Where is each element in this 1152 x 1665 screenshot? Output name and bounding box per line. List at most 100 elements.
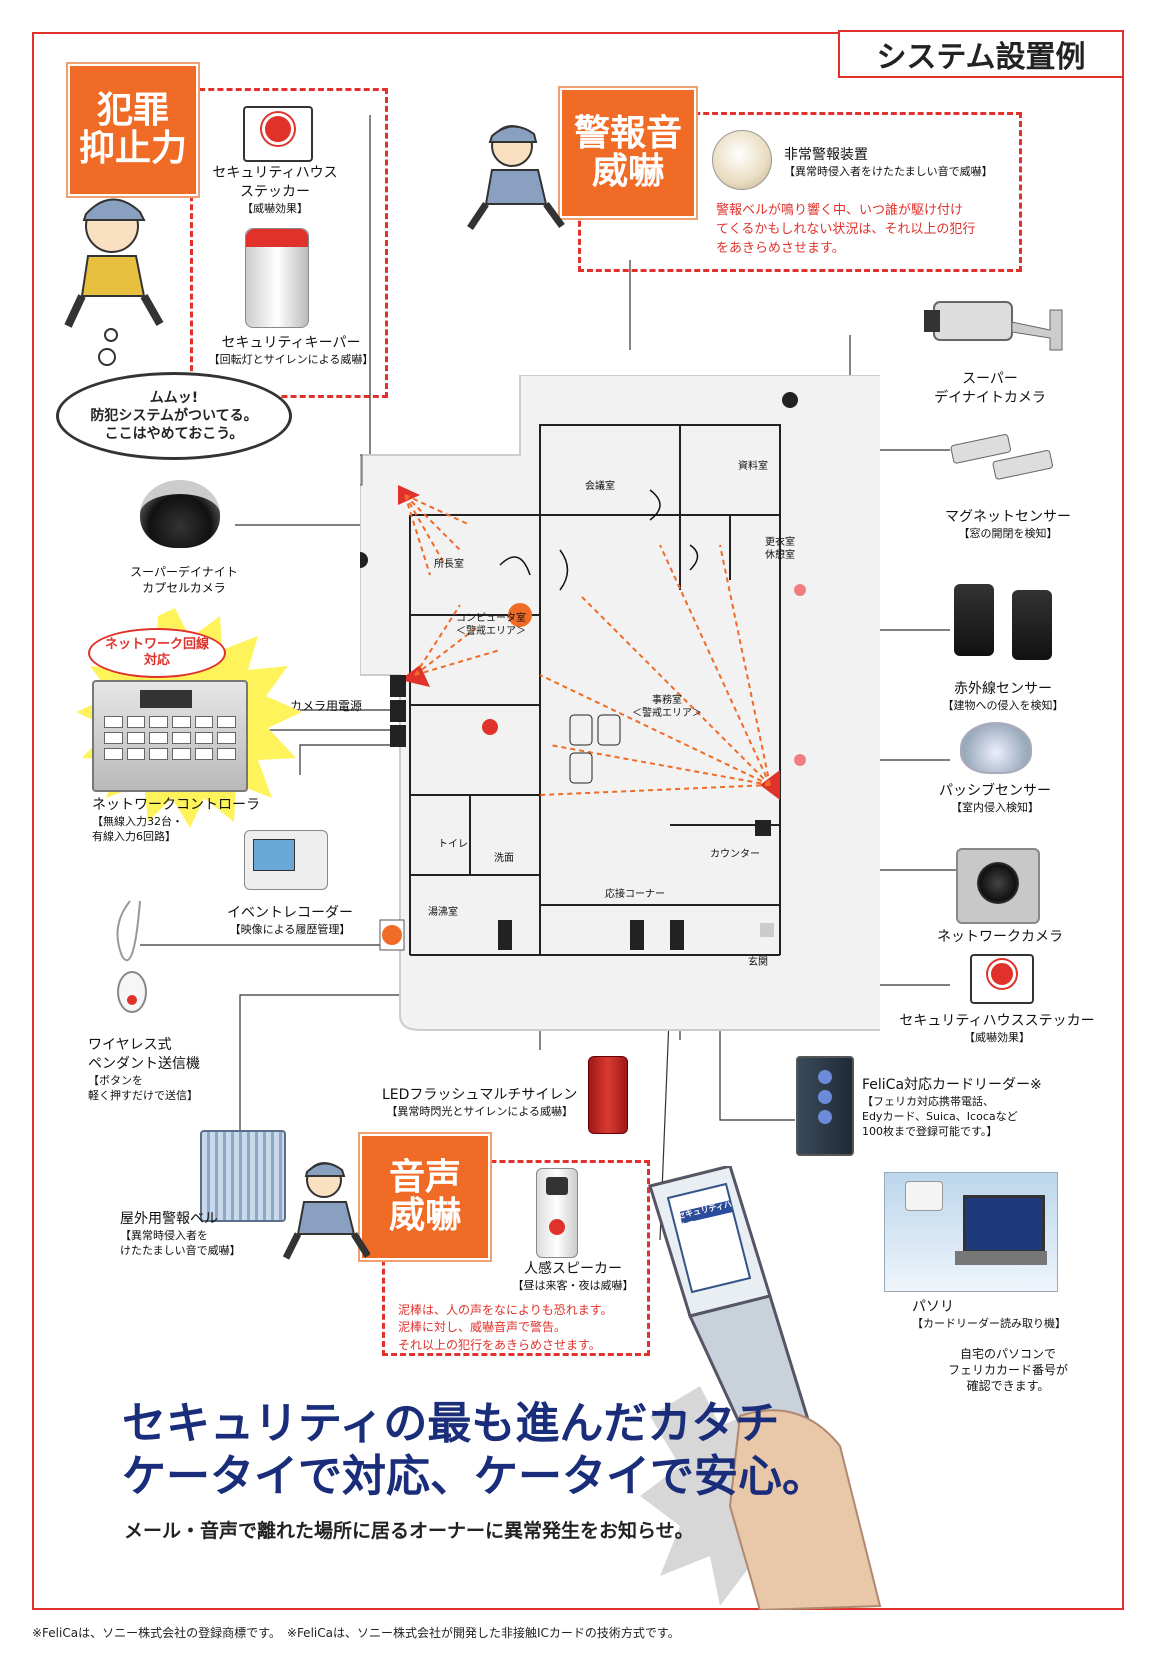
room-locker: 更衣室 [765, 537, 795, 548]
sticker-name-2: ステッカー [240, 183, 310, 200]
page-title: システム設置例 [838, 30, 1124, 78]
security-sticker-icon [243, 106, 313, 162]
badge-line-1: 警報音 [573, 113, 682, 155]
siren-note: 【異常時閃光とサイレンによる威嚇】 [386, 1104, 574, 1118]
pasori-pc-photo [884, 1172, 1058, 1292]
magnet-sensor-icon [950, 434, 1053, 480]
pendant-transmitter-icon [116, 900, 147, 1013]
security-sticker-label-2: セキュリティハウスステッカー 【威嚇効果】 [892, 1012, 1102, 1046]
security-keeper-icon [245, 228, 309, 328]
bell-note-1: 【異常時侵入者を [120, 1228, 208, 1242]
bubble-line-3: ここはやめておこう。 [104, 426, 244, 443]
infrared-sensor-name: 赤外線センサー [954, 681, 1052, 697]
thief-figure-icon [64, 198, 164, 328]
room-computer-label: コンピュータ室 ＜警戒エリア＞ [456, 612, 526, 638]
alarm-device-label: 非常警報装置 【異常時侵入者をけたたましい音で威嚇】 [784, 146, 993, 180]
bell-label: 屋外用警報ベル 【異常時侵入者を けたたましい音で威嚇】 [120, 1210, 241, 1259]
infrared-sensor-icon [948, 584, 1068, 660]
pasori-desc: 自宅のパソコンで フェリカカード番号が 確認できます。 [948, 1346, 1068, 1395]
room-archive: 資料室 [738, 461, 768, 472]
network-camera-label: ネットワークカメラ [937, 929, 1063, 945]
pasori-desc-3: 確認できます。 [966, 1379, 1050, 1394]
outdoor-bell-icon [200, 1130, 286, 1222]
bubble-dot-2 [98, 348, 116, 366]
recorder-label: イベントレコーダー 【映像による履歴管理】 [210, 904, 370, 938]
felica-note-2: Edyカード、Suica、Icocaなど [862, 1109, 1018, 1123]
subline: メール・音声で離れた場所に居るオーナーに異常発生をお知らせ。 [124, 1520, 694, 1542]
room-locker-rest: 更衣室 休憩室 [765, 536, 795, 562]
infrared-sensor-label: 赤外線センサー 【建物への侵入を検知】 [918, 680, 1088, 714]
sticker2-note: 【威嚇効果】 [964, 1030, 1030, 1044]
passive-sensor-label: パッシブセンサー 【室内侵入検知】 [930, 782, 1060, 816]
voice-desc-2: 泥棒に対し、威嚇音声で警告。 [398, 1320, 567, 1335]
pasori-desc-2: フェリカカード番号が [948, 1363, 1069, 1378]
network-badge-line-2: 対応 [143, 653, 170, 668]
pendant-name-2: ペンダント送信機 [88, 1055, 200, 1072]
badge-line-2: 威嚇 [591, 151, 664, 192]
recorder-note: 【映像による履歴管理】 [229, 922, 351, 936]
pendant-name-1: ワイヤレス式 [88, 1037, 172, 1053]
keeper-name: セキュリティキーパー [221, 335, 361, 351]
crime-deterrence-badge: 犯罪 抑止力 [68, 64, 198, 196]
event-recorder-icon [244, 830, 328, 890]
voice-device-note: 【昼は来客・夜は威嚇】 [512, 1278, 634, 1292]
badge-line-1: 音声 [388, 1157, 461, 1199]
passive-sensor-icon [960, 722, 1032, 774]
room-counter: カウンター [710, 849, 760, 860]
headline-line-2: ケータイで対応、ケータイで安心。 [122, 1450, 826, 1502]
infrared-sensor-note: 【建物への侵入を検知】 [942, 698, 1064, 712]
security-sticker-icon-2 [970, 954, 1034, 1004]
controller-label: ネットワークコントローラ 【無線入力32台・ 有線入力6回路】 [92, 796, 260, 845]
pasori-desc-1: 自宅のパソコンで [960, 1347, 1057, 1361]
felica-note-1: 【フェリカ対応携帯電話、 [862, 1094, 994, 1108]
pendant-note-1: 【ボタンを [88, 1073, 143, 1087]
pasori-note: 【カードリーダー読み取り機】 [912, 1316, 1066, 1330]
room-entrance: 玄関 [748, 957, 768, 968]
network-badge-line-1: ネットワーク回線 [104, 637, 209, 653]
badge-line-1: 犯罪 [96, 90, 169, 132]
keeper-note: 【回転灯とサイレンによる威嚇】 [208, 352, 374, 366]
room-reception: 応接コーナー [605, 889, 665, 900]
alarm-desc-3: をあきらめさせます。 [716, 240, 845, 256]
siren-name: LEDフラッシュマルチサイレン [382, 1087, 578, 1103]
bell-note-2: けたたましい音で威嚇】 [120, 1243, 241, 1257]
sticker-note: 【威嚇効果】 [242, 201, 308, 215]
headline: セキュリティの最も進んだカタチ ケータイで対応、ケータイで安心。 [122, 1398, 826, 1504]
magnet-sensor-name: マグネットセンサー [945, 509, 1071, 525]
camera-power-label: カメラ用電源 [290, 699, 363, 713]
pendant-note-2: 軽く押すだけで送信】 [88, 1088, 198, 1102]
thought-bubble: ムムッ! 防犯システムがついてる。 ここはやめておこう。 [56, 372, 292, 460]
dome-camera-name-2: カプセルカメラ [142, 581, 226, 596]
headline-line-1: セキュリティの最も進んだカタチ [122, 1398, 780, 1449]
bubble-dot-1 [104, 328, 118, 342]
hand-with-phone-illustration [640, 1166, 882, 1610]
pasori-label: パソリ 【カードリーダー読み取り機】 [912, 1298, 1066, 1332]
magnet-sensor-label: マグネットセンサー 【窓の開閉を検知】 [928, 508, 1088, 542]
felica-name: FeliCa対応カードリーダー※ [862, 1077, 1042, 1093]
dome-camera-label: スーパーデイナイト カプセルカメラ [124, 564, 244, 596]
sticker-name: セキュリティハウス [212, 165, 338, 181]
room-meeting: 会議室 [585, 481, 615, 492]
felica-note-3: 100枚まで登録可能です。】 [862, 1124, 998, 1138]
running-thief-icon-2 [282, 1162, 370, 1260]
daynight-camera-label: スーパー デイナイトカメラ [920, 370, 1060, 408]
human-sensor-speaker-icon [536, 1168, 578, 1258]
alarm-desc-1: 警報ベルが鳴り響く中、いつ誰が駆け付け [716, 203, 964, 218]
room-office-zone: ＜警戒エリア＞ [632, 708, 702, 719]
room-wash: 洗面 [494, 853, 514, 864]
controller-note-1: 【無線入力32台・ [92, 814, 183, 828]
led-siren-icon [588, 1056, 628, 1134]
crime-deterrence-box [190, 88, 388, 398]
voice-badge: 音声 威嚇 [360, 1134, 490, 1260]
daynight-camera-name-1: スーパー [962, 371, 1018, 387]
alarm-device-note: 【異常時侵入者をけたたましい音で威嚇】 [784, 164, 993, 178]
voice-desc-3: それ以上の犯行をあきらめさせます。 [398, 1337, 601, 1352]
controller-name: ネットワークコントローラ [92, 797, 260, 813]
room-kitchen: 湯沸室 [428, 907, 458, 918]
voice-device-name: 人感スピーカー [524, 1261, 622, 1277]
voice-description: 泥棒は、人の声をなによりも恐れます。 泥棒に対し、威嚇音声で警告。 それ以上の犯… [398, 1302, 613, 1354]
felica-label: FeliCa対応カードリーダー※ 【フェリカ対応携帯電話、 Edyカード、Sui… [862, 1076, 1042, 1139]
controller-note-2: 有線入力6回路】 [92, 829, 176, 843]
voice-desc-1: 泥棒は、人の声をなによりも恐れます。 [398, 1303, 613, 1317]
sticker-label: セキュリティハウス ステッカー 【威嚇効果】 [205, 164, 345, 217]
